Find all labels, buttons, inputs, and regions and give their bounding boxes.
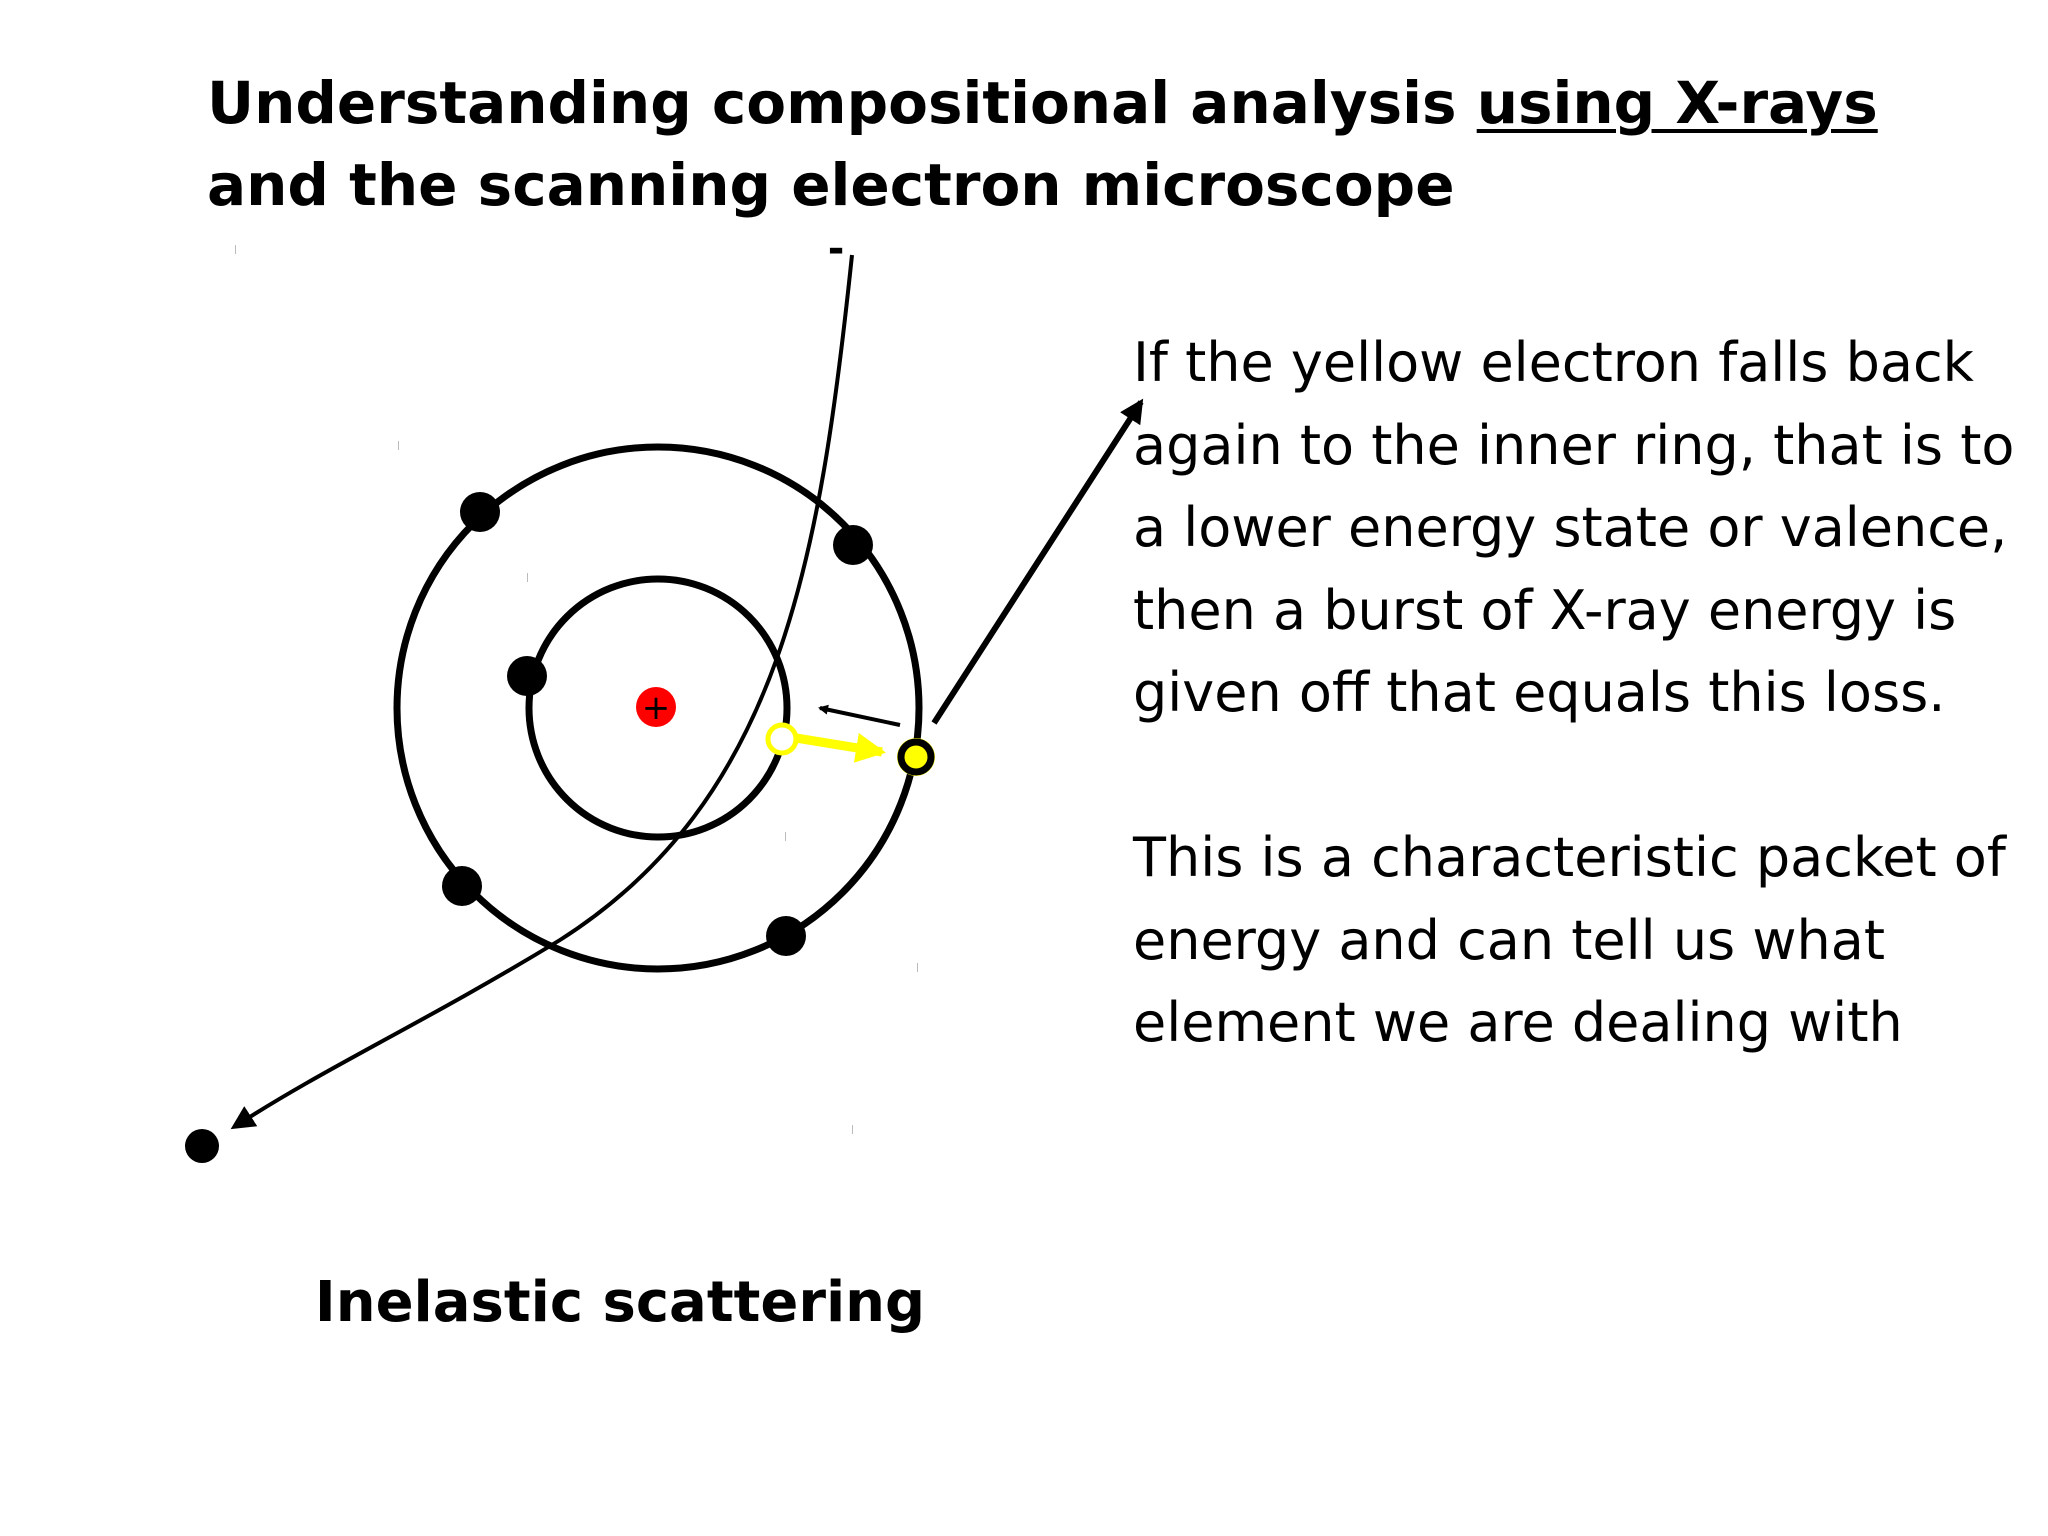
electron-trajectory <box>230 254 854 1130</box>
artifact-tick <box>235 245 236 254</box>
nucleus-plus-label: + <box>642 688 671 728</box>
outer-electron-3 <box>442 866 482 906</box>
xray-emission-arrow <box>931 398 1144 725</box>
title-underlined: using X-rays <box>1476 69 1878 137</box>
explanation-text: If the yellow electron falls back again … <box>1133 322 2033 1065</box>
incident-electron-label: - <box>828 226 845 272</box>
outer-electron-1 <box>460 492 500 532</box>
artifact-tick <box>785 832 786 841</box>
scattered-electron <box>185 1129 219 1163</box>
fall-back-arrow <box>818 704 901 727</box>
inner-electron-1 <box>507 656 547 696</box>
vacancy-hollow-electron <box>765 722 799 756</box>
outer-electron-4 <box>766 916 806 956</box>
artifact-tick <box>527 573 528 582</box>
artifact-tick <box>398 441 399 450</box>
excited-electron-ring <box>897 738 935 776</box>
artifact-tick <box>917 963 918 972</box>
diagram-caption: Inelastic scattering <box>314 1270 926 1335</box>
explanation-paragraph-2: This is a characteristic packet of energ… <box>1133 826 2006 1054</box>
inner-orbit <box>525 575 791 841</box>
slide-title: Understanding compositional analysis usi… <box>207 62 1967 226</box>
outer-electron-2 <box>833 525 873 565</box>
artifact-tick <box>852 1125 853 1134</box>
title-part1: Understanding compositional analysis <box>207 69 1477 137</box>
excitation-arrow <box>795 733 886 763</box>
outer-orbit <box>393 443 923 973</box>
nucleus <box>636 687 676 727</box>
explanation-paragraph-1: If the yellow electron falls back again … <box>1133 331 2015 724</box>
title-part2: and the scanning electron microscope <box>207 151 1455 219</box>
